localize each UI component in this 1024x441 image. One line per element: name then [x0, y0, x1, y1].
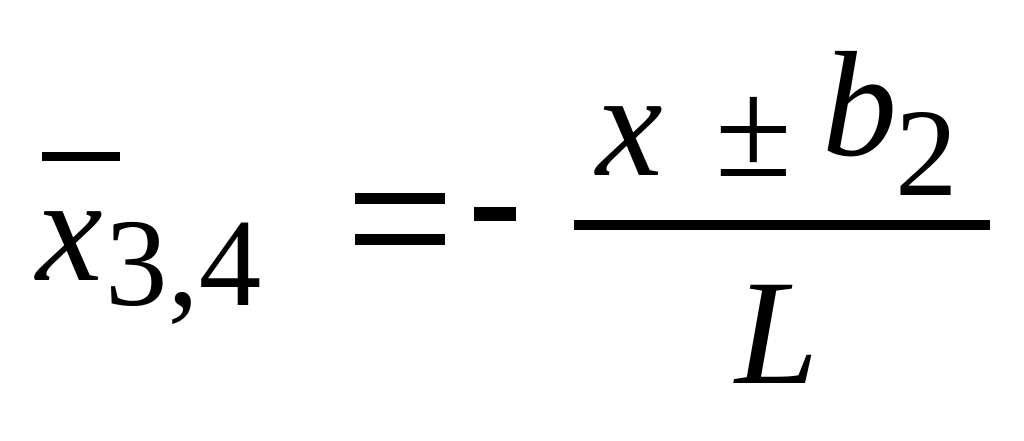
lhs-variable: x	[36, 147, 103, 313]
numerator-term: b	[822, 22, 897, 188]
numerator-term-subscript: 2	[895, 85, 958, 223]
plus-minus-operator: ±	[715, 52, 792, 207]
overline-bar	[42, 152, 120, 161]
lhs-subscript: 3,4	[105, 195, 262, 333]
denominator-variable: L	[735, 250, 819, 416]
equals-top-bar	[355, 193, 445, 204]
fraction-bar	[574, 220, 990, 230]
fraction-numerator: x ± b 2	[590, 20, 990, 220]
minus-sign	[474, 207, 516, 221]
numerator-variable: x	[596, 42, 663, 208]
equals-bottom-bar	[355, 234, 445, 245]
